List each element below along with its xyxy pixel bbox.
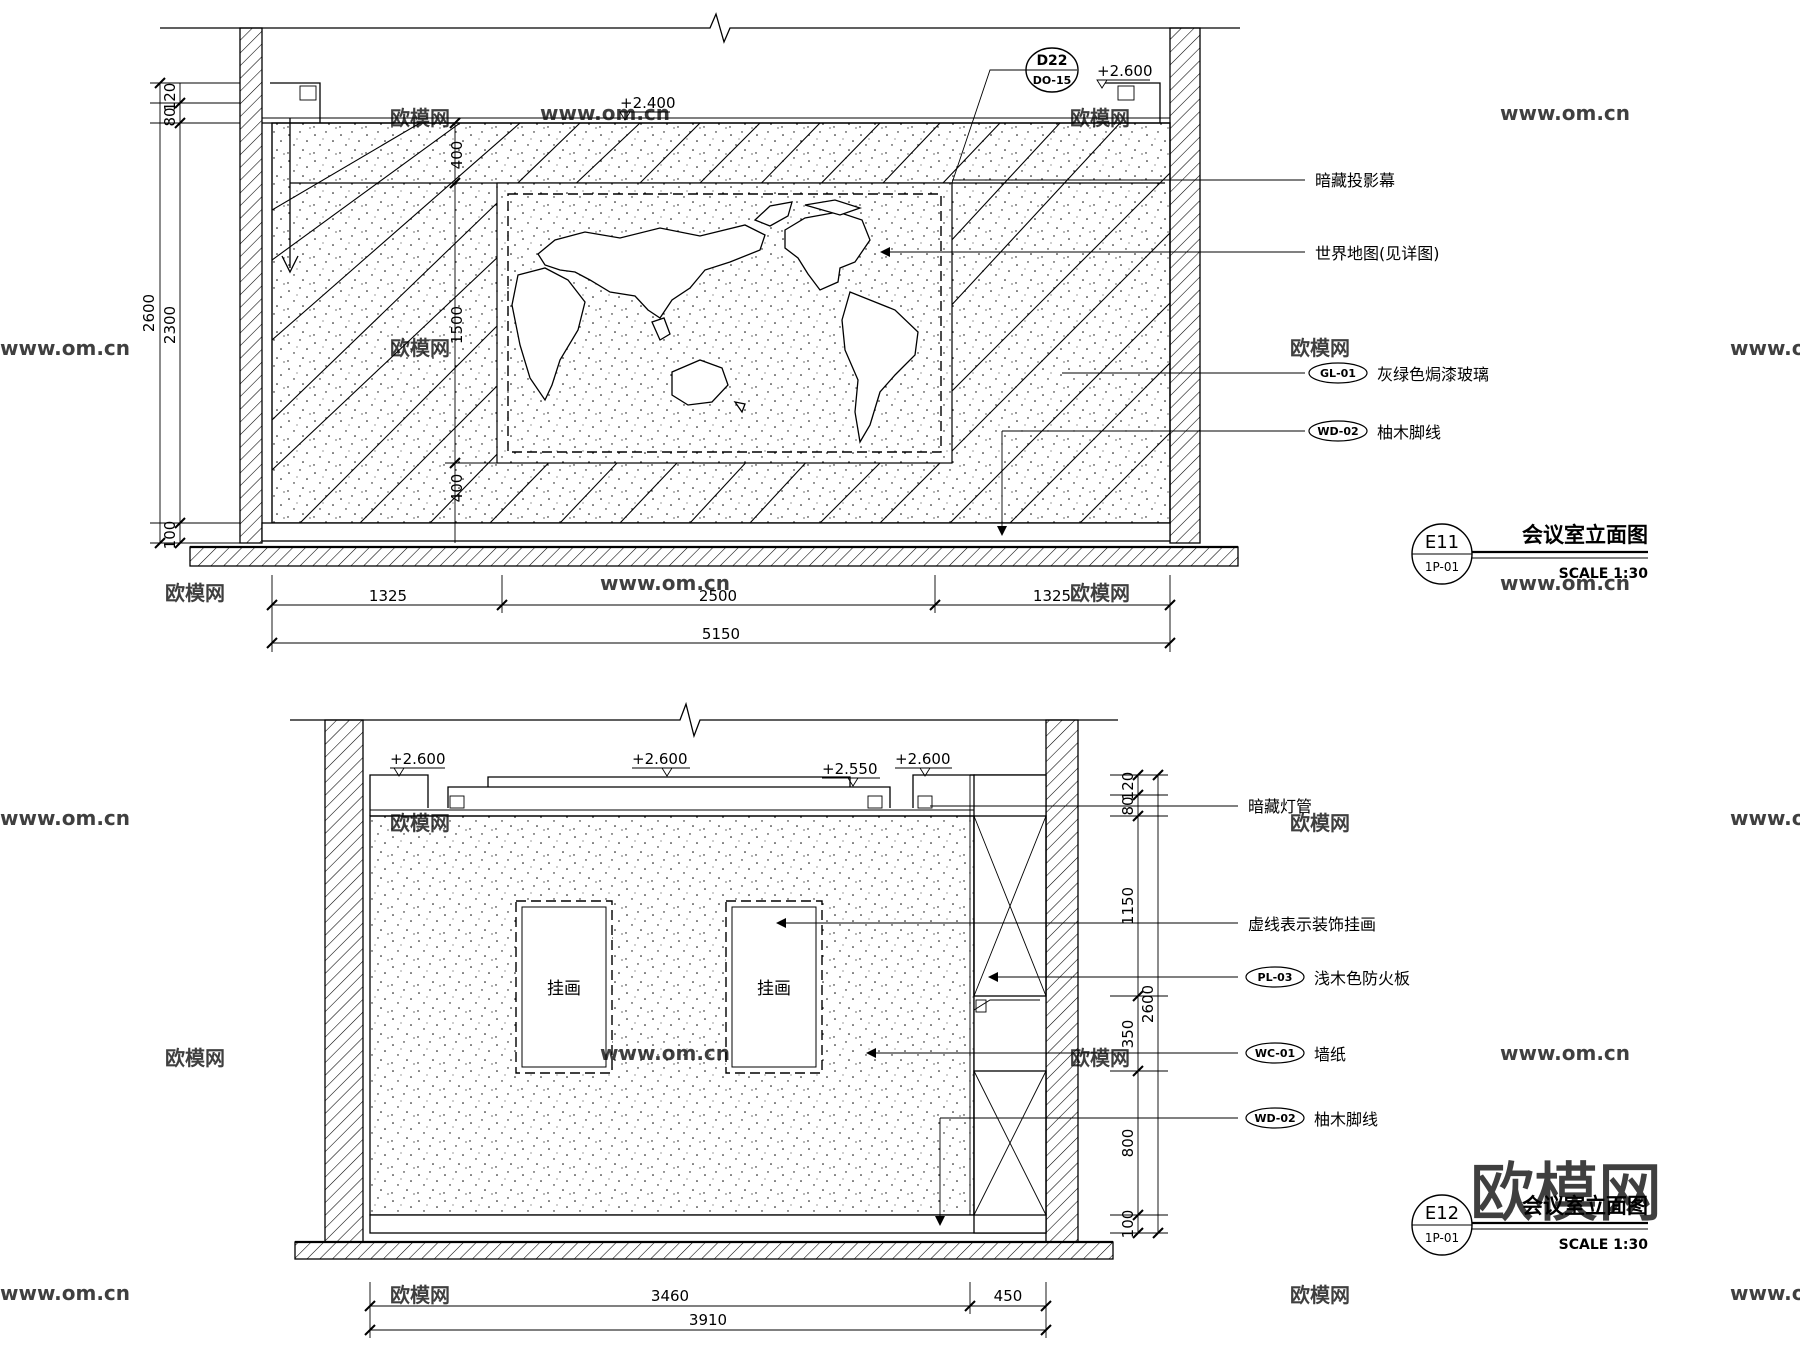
svg-text:欧模网: 欧模网 bbox=[165, 1046, 225, 1070]
svg-text:欧模网: 欧模网 bbox=[1070, 581, 1130, 605]
e12-tag-pl03: PL-03 bbox=[1258, 971, 1293, 984]
e12-annotation-wallpaper: 墙纸 bbox=[1314, 1045, 1346, 1064]
brand-watermark-large: 欧模网 bbox=[1470, 1157, 1662, 1231]
svg-text:E11: E11 bbox=[1425, 532, 1459, 553]
svg-text:1P-01: 1P-01 bbox=[1425, 1231, 1459, 1245]
e12-dim-overall: 3910 bbox=[689, 1311, 727, 1329]
svg-text:www.om.cn: www.om.cn bbox=[1730, 1281, 1800, 1305]
svg-text:www.om.cn: www.om.cn bbox=[1730, 806, 1800, 830]
e11-annotation-glass: 灰绿色焗漆玻璃 bbox=[1377, 365, 1489, 384]
svg-text:D22: D22 bbox=[1036, 53, 1067, 69]
svg-text:欧模网: 欧模网 bbox=[1290, 1283, 1350, 1307]
e11-dim-center-bay: 2500 bbox=[699, 587, 737, 605]
e12-tag-wc01: WC-01 bbox=[1255, 1047, 1295, 1060]
e11-dim-left-base: 100 bbox=[161, 521, 179, 550]
e12-frame-left-label: 挂画 bbox=[547, 979, 581, 999]
world-map-outline bbox=[511, 199, 919, 444]
e12-level-2: +2.600 bbox=[632, 750, 688, 768]
svg-text:www.om.cn: www.om.cn bbox=[1500, 571, 1630, 595]
svg-text:www.om.cn: www.om.cn bbox=[1500, 1041, 1630, 1065]
svg-text:会议室立面图: 会议室立面图 bbox=[1522, 1194, 1648, 1218]
svg-text:欧模网: 欧模网 bbox=[1070, 106, 1130, 130]
e12-annotation-skirting: 柚木脚线 bbox=[1314, 1110, 1378, 1129]
e11-dim-total: 5150 bbox=[702, 625, 740, 643]
svg-text:欧模网: 欧模网 bbox=[1070, 1046, 1130, 1070]
e11-dim-left-wall: 2300 bbox=[161, 306, 179, 344]
svg-text:欧模网: 欧模网 bbox=[165, 581, 225, 605]
svg-text:SCALE 1:30: SCALE 1:30 bbox=[1559, 1237, 1649, 1253]
svg-text:欧模网: 欧模网 bbox=[1290, 811, 1350, 835]
e12-dim-base: 100 bbox=[1119, 1210, 1137, 1239]
svg-text:SCALE 1:30: SCALE 1:30 bbox=[1559, 566, 1649, 582]
svg-text:1P-01: 1P-01 bbox=[1425, 560, 1459, 574]
svg-text:www.om.cn: www.om.cn bbox=[0, 806, 130, 830]
e11-dim-inner-top: 400 bbox=[448, 141, 466, 170]
e12-annotation-lighting: 暗藏灯管 bbox=[1248, 797, 1312, 816]
e12-title-block: E12 1P-01 会议室立面图 SCALE 1:30 bbox=[1411, 1194, 1649, 1256]
e12-dim-wall: 3460 bbox=[651, 1287, 689, 1305]
e11-annotation-map: 世界地图(见详图) bbox=[1315, 244, 1440, 263]
e12-frame-right-label: 挂画 bbox=[757, 979, 791, 999]
e11-dim-left-bay: 1325 bbox=[369, 587, 407, 605]
e12-level-4: +2.600 bbox=[895, 750, 951, 768]
e11-annotation-skirting: 柚木脚线 bbox=[1377, 423, 1441, 442]
e12-dim-top: 120 bbox=[1119, 772, 1137, 801]
e11-dim-inner-map: 1500 bbox=[448, 306, 466, 344]
e12-dim-upper: 1150 bbox=[1119, 887, 1137, 925]
e11-dim-left-pelmet: 80 bbox=[161, 107, 179, 126]
e11-annotation-screen: 暗藏投影幕 bbox=[1315, 171, 1395, 190]
svg-text:www.om.cn: www.om.cn bbox=[540, 101, 670, 125]
e12-dim-total: 2600 bbox=[1139, 985, 1157, 1023]
svg-text:www.om.cn: www.om.cn bbox=[0, 1281, 130, 1305]
svg-text:欧模网: 欧模网 bbox=[390, 106, 450, 130]
e11-detail-callout: D22 DO-15 bbox=[951, 47, 1079, 184]
e11-dim-left-top: 120 bbox=[161, 83, 179, 112]
e12-tag-wd02: WD-02 bbox=[1254, 1112, 1295, 1125]
svg-text:www.om.cn: www.om.cn bbox=[0, 336, 130, 360]
svg-text:DO-15: DO-15 bbox=[1033, 74, 1072, 87]
e11-level-ceiling: +2.400 bbox=[620, 94, 676, 112]
svg-text:www.om.cn: www.om.cn bbox=[600, 571, 730, 595]
e11-level-pelmet: +2.600 bbox=[1097, 62, 1153, 80]
svg-text:www.om.cn: www.om.cn bbox=[600, 1041, 730, 1065]
e12-dim-mid: 350 bbox=[1119, 1020, 1137, 1049]
e11-elevation: 2600 2300 120 80 100 400 1500 400 1325 2… bbox=[140, 12, 1649, 652]
e11-tag-wd02: WD-02 bbox=[1317, 425, 1358, 438]
e12-dim-cabinet: 450 bbox=[994, 1287, 1023, 1305]
e12-annotation-laminate: 浅木色防火板 bbox=[1314, 969, 1410, 988]
e12-level-3: +2.550 bbox=[822, 760, 878, 778]
svg-text:E12: E12 bbox=[1425, 1203, 1459, 1224]
e11-tag-gl01: GL-01 bbox=[1320, 367, 1356, 380]
svg-text:欧模网: 欧模网 bbox=[1290, 336, 1350, 360]
svg-text:欧模网: 欧模网 bbox=[390, 336, 450, 360]
svg-text:欧模网: 欧模网 bbox=[390, 811, 450, 835]
e11-dim-right-bay: 1325 bbox=[1033, 587, 1071, 605]
watermarks: 欧模网 www.om.cn 欧模网 www.om.cn www.om.cn 欧模… bbox=[0, 101, 1800, 1307]
e11-dim-left-total: 2600 bbox=[140, 294, 158, 332]
svg-text:欧模网: 欧模网 bbox=[390, 1283, 450, 1307]
e11-dim-inner-bottom: 400 bbox=[448, 474, 466, 503]
svg-text:www.om.cn: www.om.cn bbox=[1500, 101, 1630, 125]
e12-annotation-frames: 虚线表示装饰挂画 bbox=[1248, 915, 1376, 934]
e12-level-1: +2.600 bbox=[390, 750, 446, 768]
svg-text:www.om.cn: www.om.cn bbox=[1730, 336, 1800, 360]
e11-title-block: E11 1P-01 会议室立面图 SCALE 1:30 bbox=[1411, 523, 1649, 585]
svg-text:会议室立面图: 会议室立面图 bbox=[1522, 523, 1648, 547]
e12-elevation: 挂画 挂画 +2.600 +2.600 +2.550 +2.600 bbox=[290, 701, 1649, 1338]
e12-dim-lower: 800 bbox=[1119, 1129, 1137, 1158]
